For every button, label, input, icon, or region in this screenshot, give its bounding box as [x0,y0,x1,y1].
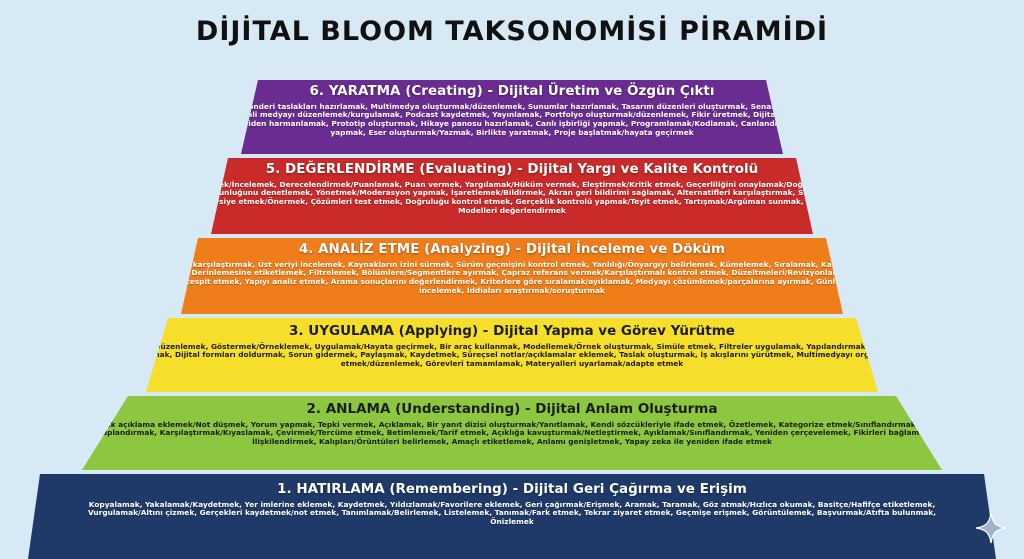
tier-1-heading: 1. HATIRLAMA (Remembering) - Dijital Ger… [277,481,747,497]
tier-6-creating: 6. YARATMA (Creating) - Dijital Üretim v… [175,80,849,154]
tier-6-heading: 6. YARATMA (Creating) - Dijital Üretim v… [309,83,715,99]
tier-1-remembering: 1. HATIRLAMA (Remembering) - Dijital Ger… [28,474,996,559]
tier-2-heading: 2. ANLAMA (Understanding) - Dijital Anla… [306,401,718,417]
tier-3-verbs: Yüklemek, Düzenlemek, Göstermek/Örneklem… [108,341,916,369]
tier-2-verbs: Ek açıklama eklemek/Not düşmek, Yorum ya… [92,419,932,447]
tier-6-verbs: Video üretmek, Gönderi taslakları hazırl… [175,101,849,138]
tier-4-verbs: Veri setlerini karşılaştırmak, Üst veriy… [127,259,897,296]
tier-5-heading: 5. DEĞERLENDİRME (Evaluating) - Dijital … [265,161,759,177]
tier-5-evaluating: 5. DEĞERLENDİRME (Evaluating) - Dijital … [137,158,887,234]
tier-1-verbs: Kopyalamak, Yakalamak/Kaydetmek, Yer iml… [87,499,937,527]
tier-3-heading: 3. UYGULAMA (Applying) - Dijital Yapma v… [289,323,735,339]
tier-2-understanding: 2. ANLAMA (Understanding) - Dijital Anla… [82,396,942,470]
sparkle-icon [975,512,1007,544]
tier-4-analyzing: 4. ANALİZ ETME (Analyzing) - Dijital İnc… [127,238,897,314]
tier-3-applying: 3. UYGULAMA (Applying) - Dijital Yapma v… [108,318,916,392]
tier-4-heading: 4. ANALİZ ETME (Analyzing) - Dijital İnc… [298,241,726,257]
page-title: DİJİTAL BLOOM TAKSONOMİSİ PİRAMİDİ [195,16,829,47]
tier-5-verbs: Gözden geçirmek/İncelemek, Derecelendirm… [137,179,887,216]
